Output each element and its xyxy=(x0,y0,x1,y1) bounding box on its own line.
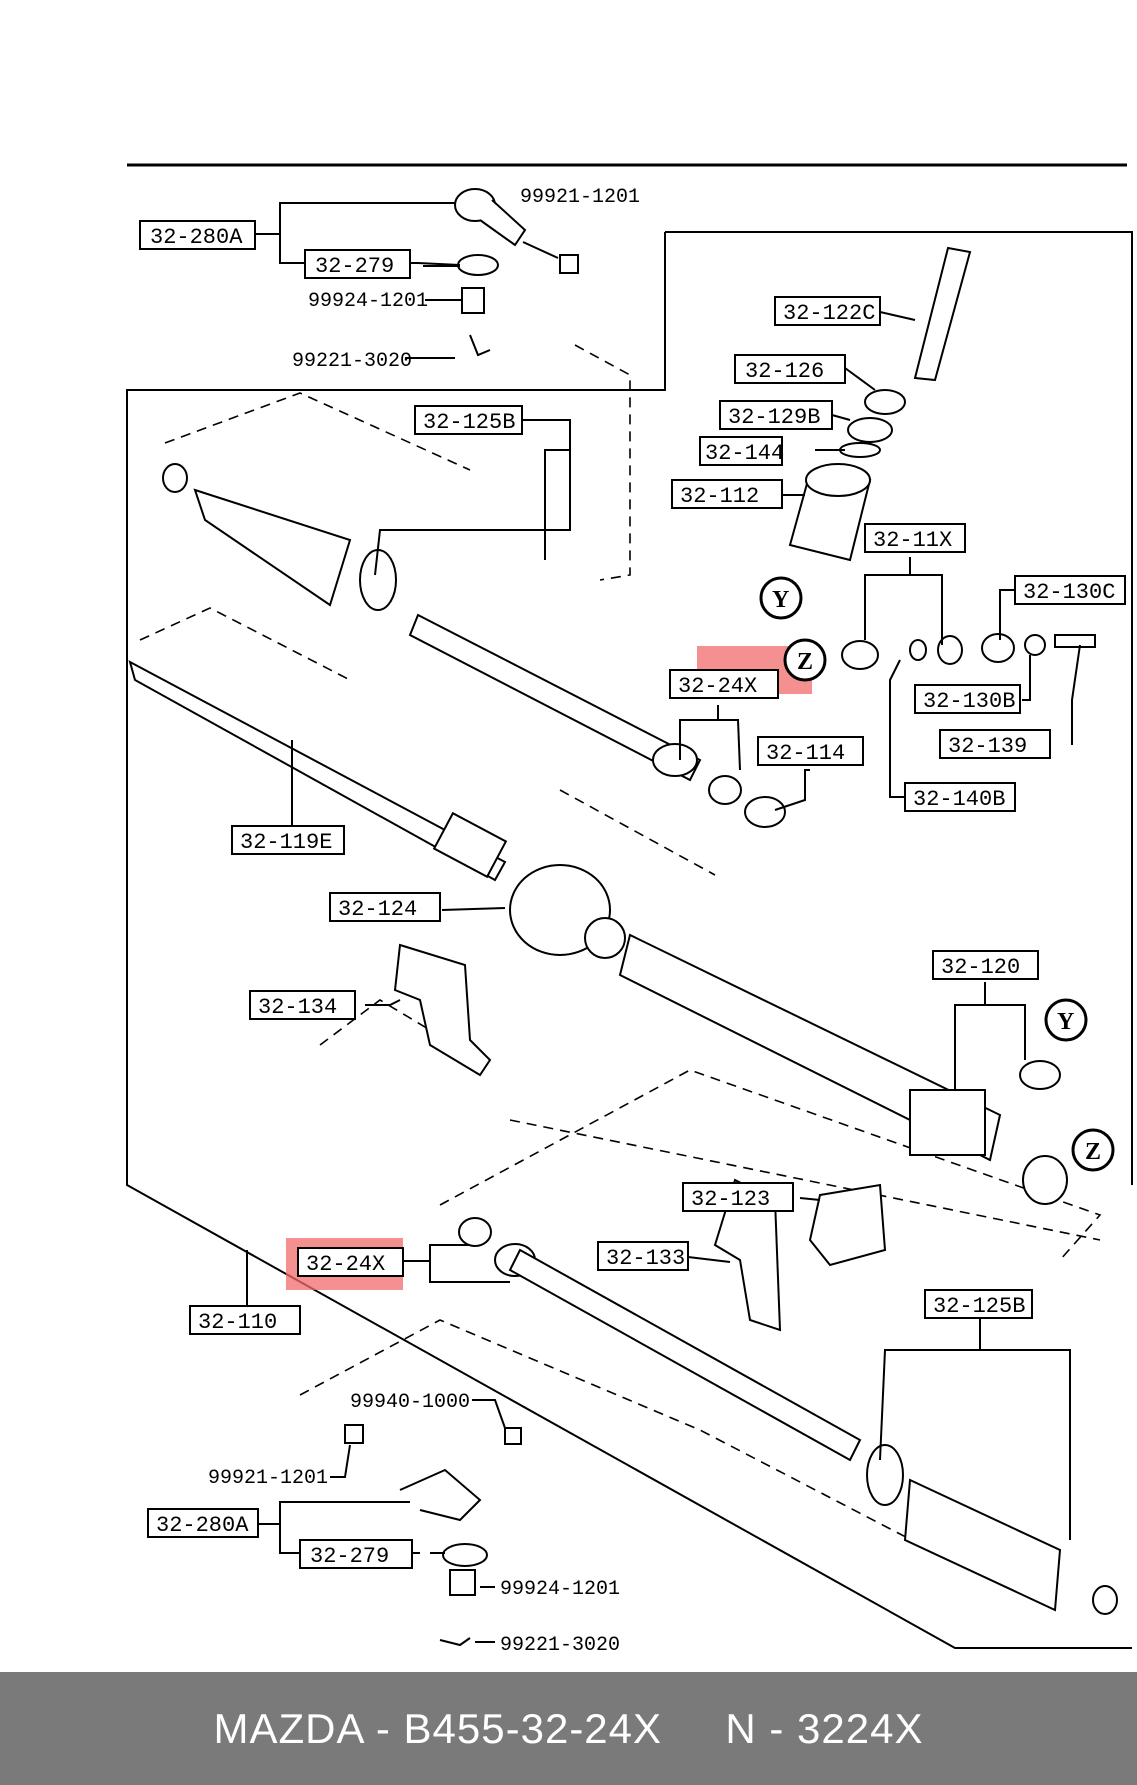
marker-y-right-icon xyxy=(1044,998,1088,1042)
label-32-125b-top: 32-125B xyxy=(423,410,515,435)
label-32-280a-bottom: 32-280A xyxy=(156,1513,249,1538)
label-32-24x-top: 32-24X xyxy=(678,674,757,699)
boot-bottom-icon xyxy=(866,1444,1118,1615)
label-32-140b: 32-140B xyxy=(913,787,1005,812)
label-99221-3020-top: 99221-3020 xyxy=(292,350,412,373)
label-32-139: 32-139 xyxy=(948,734,1027,759)
label-32-119e: 32-119E xyxy=(240,830,332,855)
marker-y-right-label: Y xyxy=(1057,1009,1074,1035)
pinion-shaft-icon xyxy=(788,246,972,562)
label-32-112: 32-112 xyxy=(680,484,759,509)
label-32-120: 32-120 xyxy=(941,955,1020,980)
label-99921-1201-top: 99921-1201 xyxy=(520,186,640,209)
label-32-124: 32-124 xyxy=(338,897,417,922)
label-32-122c: 32-122C xyxy=(783,301,875,326)
label-32-129b: 32-129B xyxy=(728,405,820,430)
inner-tie-rod-top-icon xyxy=(408,613,786,828)
label-32-114: 32-114 xyxy=(766,741,845,766)
label-99940-1000: 99940-1000 xyxy=(350,1391,470,1414)
label-32-133: 32-133 xyxy=(606,1246,685,1271)
part-number-footer: MAZDA - B455-32-24X N - 3224X xyxy=(0,1672,1137,1785)
mount-bushing-icon xyxy=(808,1183,887,1267)
label-99221-3020-bottom: 99221-3020 xyxy=(500,1634,620,1657)
label-32-126: 32-126 xyxy=(745,359,824,384)
label-32-144: 32-144 xyxy=(705,441,784,466)
label-32-123: 32-123 xyxy=(691,1187,770,1212)
label-32-125b-bottom: 32-125B xyxy=(933,1294,1025,1319)
rack-bar-icon xyxy=(128,660,508,882)
label-32-280a-top: 32-280A xyxy=(150,225,243,250)
marker-z-top-label: Z xyxy=(797,649,813,675)
tie-rod-end-top-icon xyxy=(454,188,579,357)
rack-housing-icon xyxy=(509,864,1068,1205)
label-99921-1201-bottom: 99921-1201 xyxy=(208,1467,328,1490)
tie-rod-end-bottom-icon xyxy=(344,1424,522,1647)
label-32-24x-bottom: 32-24X xyxy=(306,1252,385,1277)
label-32-110: 32-110 xyxy=(198,1310,277,1335)
label-99924-1201-top: 99924-1201 xyxy=(308,290,428,313)
inner-tie-rod-bottom-icon xyxy=(458,1217,862,1462)
boot-top-icon xyxy=(162,463,397,611)
label-99924-1201-bottom: 99924-1201 xyxy=(500,1578,620,1601)
label-32-130c: 32-130C xyxy=(1023,580,1115,605)
marker-z-top-icon xyxy=(783,638,827,682)
label-32-134: 32-134 xyxy=(258,995,337,1020)
label-32-279-top: 32-279 xyxy=(315,254,394,279)
marker-y-top-label: Y xyxy=(772,587,789,613)
marker-z-right-icon xyxy=(1071,1128,1115,1172)
footer-text: MAZDA - B455-32-24X N - 3224X xyxy=(213,1704,924,1752)
valve-parts-icon xyxy=(841,633,1096,670)
marker-z-right-label: Z xyxy=(1085,1139,1101,1165)
label-32-11x: 32-11X xyxy=(873,528,952,553)
parts-diagram: 32-280A 32-279 99921-1201 99924-1201 992… xyxy=(126,163,1133,1657)
marker-y-top-icon xyxy=(759,576,803,620)
label-32-279-bottom: 32-279 xyxy=(310,1544,389,1569)
label-32-130b: 32-130B xyxy=(923,689,1015,714)
